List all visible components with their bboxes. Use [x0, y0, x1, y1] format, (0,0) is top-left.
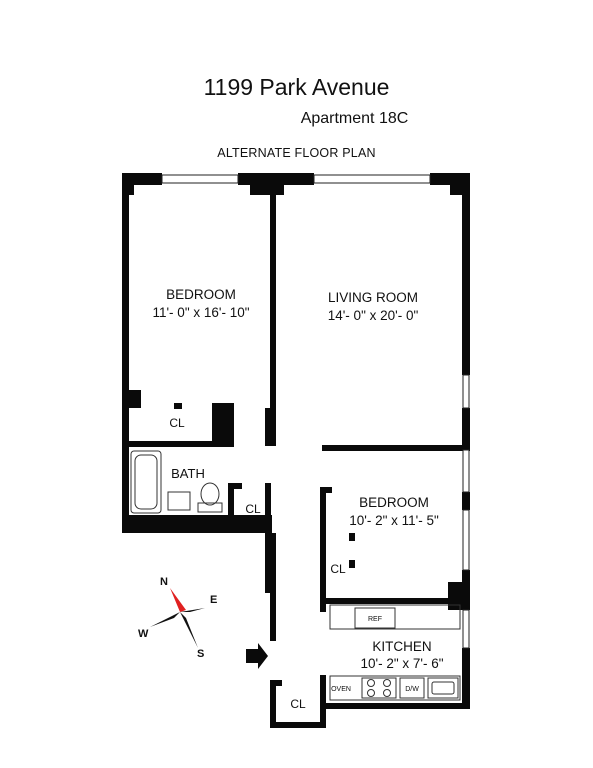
living-room-name: LIVING ROOM	[328, 290, 418, 305]
kitchen-sink-icon	[427, 677, 459, 699]
oven-label: OVEN	[331, 686, 351, 693]
plan-note: ALTERNATE FLOOR PLAN	[217, 146, 376, 160]
windows	[161, 174, 470, 649]
stove-icon	[361, 677, 397, 699]
bedroom-1-name: BEDROOM	[166, 287, 236, 302]
bedroom-2-dims: 10'- 2" x 11'- 5"	[349, 513, 439, 528]
sink-icon	[167, 491, 191, 511]
closet-1-label: CL	[169, 416, 185, 430]
dishwasher-icon	[399, 677, 425, 699]
kitchen-name: KITCHEN	[372, 639, 431, 654]
walls	[122, 173, 470, 728]
room-labels: BEDROOM 11'- 0" x 16'- 10" LIVING ROOM 1…	[152, 287, 443, 711]
compass-north-needle	[170, 588, 186, 612]
building-address: 1199 Park Avenue	[203, 74, 390, 100]
toilet-icon	[200, 482, 220, 506]
bedroom-1-dims: 11'- 0" x 16'- 10"	[152, 305, 249, 320]
apartment-number: Apartment 18C	[300, 110, 409, 127]
compass: N E S W	[138, 576, 217, 660]
closet-3-label: CL	[330, 562, 346, 576]
compass-w: W	[138, 628, 149, 640]
refrigerator-icon	[354, 607, 396, 629]
bathtub-icon	[130, 450, 162, 514]
compass-n: N	[160, 576, 168, 588]
kitchen-dims: 10'- 2" x 7'- 6"	[360, 656, 443, 671]
closet-4-label: CL	[290, 697, 306, 711]
closet-2-label: CL	[245, 502, 261, 516]
compass-s: S	[197, 648, 204, 660]
entrance-arrow-icon	[246, 643, 268, 669]
living-room-dims: 14'- 0" x 20'- 0"	[328, 308, 419, 323]
dw-label: D/W	[405, 686, 419, 693]
bath-name: BATH	[171, 466, 205, 481]
compass-e: E	[210, 594, 217, 606]
fixtures	[130, 450, 461, 701]
bedroom-2-name: BEDROOM	[359, 495, 429, 510]
ref-label: REF	[368, 616, 382, 623]
